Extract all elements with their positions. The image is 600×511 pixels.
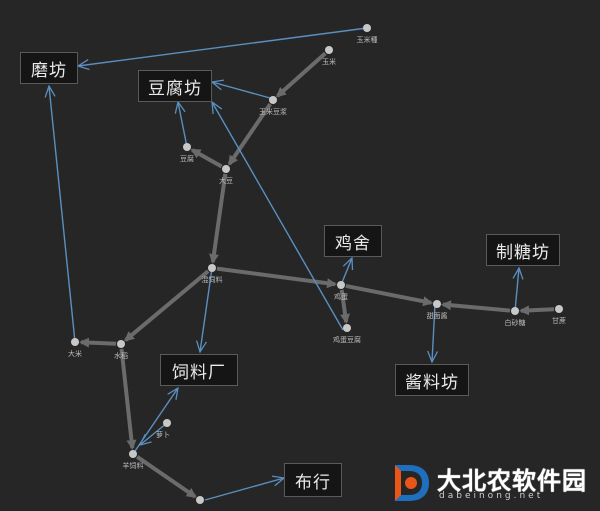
box-jiangliaofang[interactable]: 酱料坊 [395, 364, 469, 396]
edge-to-building-10 [140, 422, 168, 445]
box-jishe[interactable]: 鸡舍 [324, 225, 382, 257]
node-dami[interactable] [71, 338, 79, 346]
node-doufu[interactable] [183, 143, 191, 151]
node-shuidao[interactable] [117, 340, 125, 348]
node-label-baishatang: 白砂糖 [505, 318, 526, 327]
edge-to-building-5 [340, 258, 352, 286]
edge-to-building-7 [432, 303, 435, 362]
node-jidan[interactable] [337, 281, 345, 289]
edge-hunheliao-shuidao [124, 269, 210, 342]
edge-shuidao-yangsiliao [119, 348, 137, 451]
node-label-luobo: 萝卜 [156, 430, 170, 439]
watermark-url: dabeinong.net [439, 491, 544, 501]
node-yumizhong[interactable] [363, 24, 371, 32]
node-label-shuidao: 水稻 [114, 351, 128, 360]
node-bottom[interactable] [196, 496, 204, 504]
edge-dadou-doufu [190, 148, 223, 169]
watermark: 大北农软件园 dabeinong.net [389, 453, 594, 511]
watermark-text: 大北农软件园 [437, 467, 587, 495]
node-label-dami: 大米 [68, 349, 82, 358]
edge-to-building-6 [515, 268, 519, 312]
box-zhitangfang[interactable]: 制糖坊 [486, 234, 560, 266]
box-siliaochang[interactable]: 饲料厂 [160, 354, 238, 386]
dabeinong-logo-icon [395, 465, 429, 501]
edge-to-building-0 [78, 27, 368, 66]
edge-yumi-yumidoujiang [275, 51, 327, 98]
edge-hunheliao-jidan [216, 266, 338, 289]
node-luobo[interactable] [163, 419, 171, 427]
edge-to-building-8 [200, 267, 213, 352]
edge-baishatang-tianmianjiang [440, 300, 511, 313]
node-label-yumi: 玉米 [322, 57, 336, 66]
node-baishatang[interactable] [511, 307, 519, 315]
edge-shuidao-dami [78, 337, 117, 348]
node-yumi[interactable] [325, 46, 333, 54]
node-label-yumizhong: 玉米種 [357, 35, 378, 44]
edge-dadou-hunheliao [209, 173, 228, 265]
node-ganzhe[interactable] [555, 305, 563, 313]
node-jidandoufu[interactable] [343, 324, 351, 332]
edge-to-building-1 [49, 86, 76, 343]
node-label-jidan: 鸡蛋 [334, 292, 348, 301]
edge-yangsiliao-bottom [135, 455, 197, 499]
node-label-jidandoufu: 鸡蛋豆腐 [333, 335, 361, 344]
edge-to-building-2 [212, 82, 271, 99]
edge-to-building-4 [212, 102, 344, 331]
edge-yumidoujiang-dadou [227, 103, 272, 166]
node-yumidoujiang[interactable] [269, 96, 277, 104]
edge-jidan-jidandoufu [339, 289, 351, 325]
node-label-yumidoujiang: 玉米豆浆 [259, 107, 287, 116]
box-doufufang[interactable]: 豆腐坊 [138, 70, 212, 102]
node-label-tianmianjiang: 甜面酱 [427, 311, 448, 320]
box-mofang[interactable]: 磨坊 [20, 52, 78, 84]
node-label-dadou: 大豆 [219, 176, 233, 185]
edge-to-building-3 [178, 102, 188, 148]
node-tianmianjiang[interactable] [433, 300, 441, 308]
box-buhang[interactable]: 布行 [284, 463, 342, 497]
node-label-hunheliao: 混饲料 [202, 275, 223, 284]
edge-to-building-11 [204, 478, 284, 501]
node-label-doufu: 豆腐 [180, 154, 194, 163]
edge-to-building-9 [132, 388, 178, 455]
edge-ganzhe-baishatang [518, 305, 555, 316]
edge-jidan-tianmianjiang [345, 284, 434, 307]
node-yangsiliao[interactable] [129, 450, 137, 458]
node-label-yangsiliao: 羊饲料 [123, 461, 144, 470]
node-dadou[interactable] [222, 165, 230, 173]
node-label-ganzhe: 甘蔗 [552, 316, 566, 325]
node-hunheliao[interactable] [208, 264, 216, 272]
